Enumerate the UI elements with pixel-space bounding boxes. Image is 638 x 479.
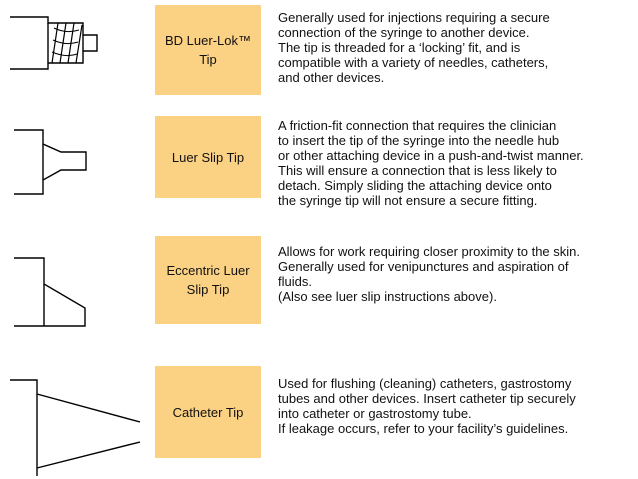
tip-row-eccentric-luer-slip: Eccentric Luer Slip Tip Allows for work …	[0, 236, 638, 354]
tip-description: A friction-fit connection that requires …	[278, 118, 584, 208]
tip-row-luer-lok: BD Luer-Lok™ Tip Generally used for inje…	[0, 0, 638, 118]
tip-row-luer-slip: Luer Slip Tip A friction-fit connection …	[0, 116, 638, 236]
tip-description: Used for flushing (cleaning) catheters, …	[278, 376, 576, 436]
tip-label: Catheter Tip	[155, 366, 261, 458]
luer-slip-tip-icon	[14, 129, 87, 195]
tip-row-catheter: Catheter Tip Used for flushing (cleaning…	[0, 354, 638, 479]
tip-label: BD Luer-Lok™ Tip	[155, 5, 261, 95]
luer-lok-tip-icon	[10, 16, 98, 70]
tip-description: Generally used for injections requiring …	[278, 10, 550, 85]
eccentric-luer-slip-tip-icon	[14, 257, 86, 327]
catheter-tip-icon	[10, 379, 140, 476]
tip-description: Allows for work requiring closer proximi…	[278, 244, 580, 304]
tip-label: Luer Slip Tip	[155, 116, 261, 198]
tip-label: Eccentric Luer Slip Tip	[155, 236, 261, 324]
